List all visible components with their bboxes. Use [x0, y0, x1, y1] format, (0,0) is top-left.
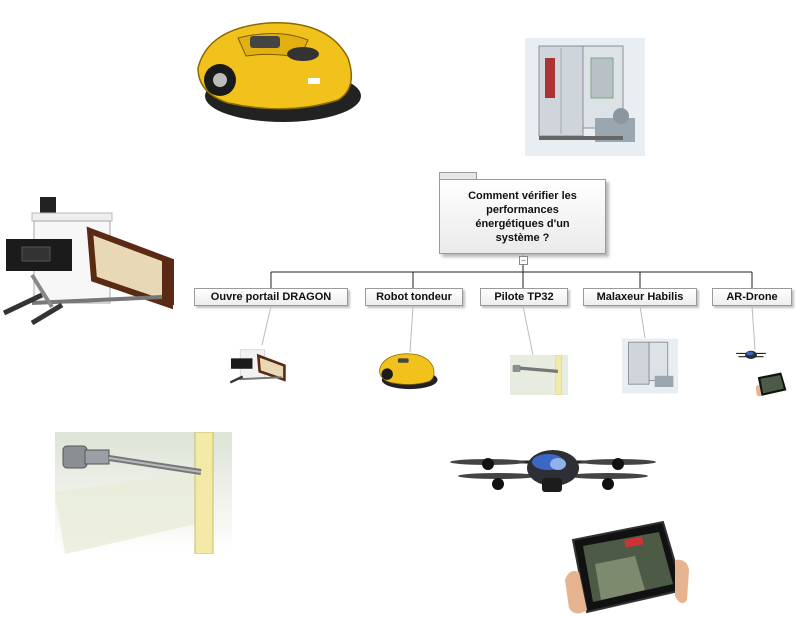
root-node-label: Comment vérifier les performances énergé… [468, 189, 577, 244]
ar-drone-photo-large [450, 450, 656, 492]
ar-drone-thumbnail [736, 350, 766, 359]
root-node[interactable]: Comment vérifier les performances énergé… [439, 179, 606, 254]
node-robot-tondeur[interactable]: Robot tondeur [365, 288, 463, 306]
gate-opener-dragon-photo-large [2, 197, 174, 326]
node-ouvre-portail-dragon[interactable]: Ouvre portail DRAGON [194, 288, 348, 306]
robot-mower-thumbnail [378, 353, 438, 390]
habilis-mixer-thumbnail [622, 338, 678, 394]
node-pilote-tp32[interactable]: Pilote TP32 [480, 288, 568, 306]
root-node-tab [439, 172, 477, 181]
node-malaxeur-habilis[interactable]: Malaxeur Habilis [583, 288, 697, 306]
gate-opener-thumbnail [229, 349, 286, 384]
tablet-thumbnail [755, 372, 787, 397]
tablet-controller-photo [565, 520, 689, 614]
node-label: Malaxeur Habilis [596, 291, 684, 303]
robot-mower-photo-large [197, 22, 361, 122]
habilis-mixer-cabinet-photo-large [525, 38, 645, 156]
node-label: Robot tondeur [376, 291, 452, 303]
node-ar-drone[interactable]: AR-Drone [712, 288, 792, 306]
node-label: AR-Drone [726, 291, 778, 303]
tp32-pilot-actuator-photo-large [55, 432, 232, 554]
collapse-toggle[interactable]: − [519, 256, 528, 265]
tp32-pilot-thumbnail [509, 355, 569, 395]
node-label: Pilote TP32 [494, 291, 554, 303]
node-label: Ouvre portail DRAGON [210, 291, 332, 303]
